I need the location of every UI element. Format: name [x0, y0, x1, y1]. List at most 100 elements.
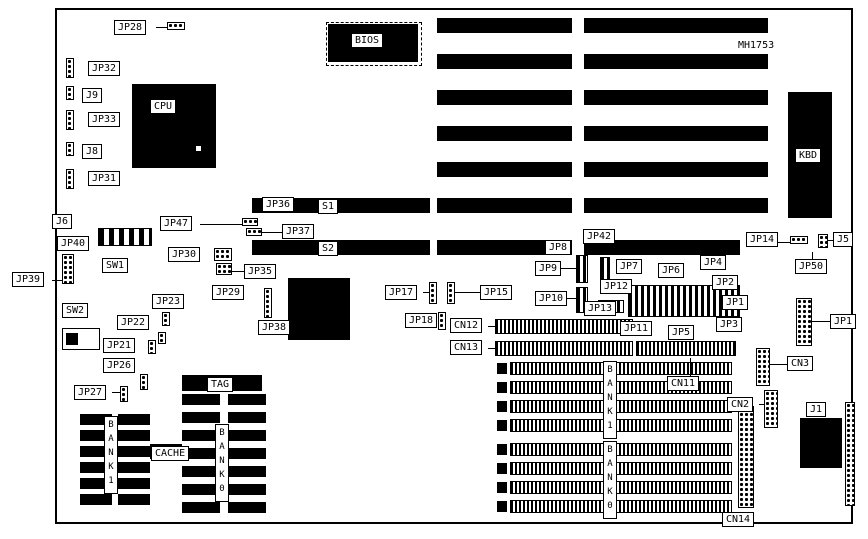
- cn11-connector: [636, 341, 736, 356]
- pin-header-jp23: [162, 312, 170, 326]
- label-jp17: JP17: [385, 285, 418, 300]
- label-jp35: JP35: [244, 264, 277, 279]
- pin-header-j8: [66, 142, 74, 156]
- pin-header-jp29-jp35: [216, 263, 232, 275]
- pin-header-jp17: [429, 282, 437, 304]
- leader-line: [567, 298, 576, 299]
- label-jp4: JP4: [700, 255, 727, 270]
- pin-header-j9: [66, 86, 74, 100]
- pin-header-jp21: [148, 340, 156, 354]
- cn13-connector: [495, 341, 633, 356]
- label-jp18: JP18: [405, 313, 438, 328]
- label-jp3: JP3: [716, 317, 743, 332]
- label-jp30: JP30: [168, 247, 201, 262]
- pin-header-jp28: [167, 22, 185, 30]
- label-s2: S2: [318, 241, 339, 256]
- isa-slot: [437, 54, 572, 69]
- pin-header-jp26: [140, 374, 148, 390]
- leader-line: [812, 321, 830, 322]
- simm-socket: [497, 362, 732, 375]
- label-jp47: JP47: [160, 216, 193, 231]
- isa-slot: [584, 240, 740, 255]
- pin-header-cn3: [756, 348, 770, 386]
- leader-line: [488, 326, 495, 327]
- cpu-pin1-dot: [196, 146, 201, 151]
- label-jp13: JP13: [584, 301, 617, 316]
- label-jp21: JP21: [103, 338, 136, 353]
- label-jp8: JP8: [545, 240, 572, 255]
- leader-line: [561, 268, 576, 269]
- pin-header-jp33: [66, 110, 74, 130]
- slot-s2-bar: [252, 240, 430, 255]
- label-jp9: JP9: [535, 261, 562, 276]
- label-j5: J5: [833, 232, 854, 247]
- bios-socket: [326, 22, 422, 66]
- pin-header-jp27: [120, 386, 128, 402]
- simm-socket: [497, 443, 732, 456]
- label-jp27: JP27: [74, 385, 107, 400]
- label-jp39: JP39: [12, 272, 45, 287]
- label-s1: S1: [318, 199, 339, 214]
- label-sw2: SW2: [62, 303, 89, 318]
- simm-socket: [497, 419, 732, 432]
- label-jp22: JP22: [117, 315, 150, 330]
- label-jp40: JP40: [57, 236, 90, 251]
- label-cn13: CN13: [450, 340, 483, 355]
- label-jp33: JP33: [88, 112, 121, 127]
- isa-slot: [437, 90, 572, 105]
- leader-line: [262, 232, 282, 233]
- pin-header-jp14: [790, 236, 808, 244]
- label-jp5: JP5: [668, 325, 695, 340]
- isa-slot: [437, 162, 572, 177]
- leader-line: [488, 348, 495, 349]
- label-jp15: JP15: [480, 285, 513, 300]
- isa-slot: [437, 18, 572, 33]
- pin-header-jp18: [438, 312, 446, 330]
- label-bios: BIOS: [351, 33, 384, 48]
- jumper-block-jp8-jp9: [576, 255, 588, 283]
- label-j1: J1: [806, 402, 827, 417]
- pin-header-cn14: [738, 406, 754, 508]
- leader-line: [200, 224, 242, 225]
- leader-line: [52, 280, 62, 281]
- sw2-segment: [66, 333, 78, 345]
- label-jp42: JP42: [583, 229, 616, 244]
- cpu-chip: [132, 84, 216, 168]
- label-jp1-right: JP1: [830, 314, 857, 329]
- leader-line: [812, 252, 813, 260]
- label-cache: CACHE: [151, 446, 190, 461]
- label-cn3: CN3: [787, 356, 814, 371]
- jumper-block-jp42: [600, 257, 610, 281]
- label-jp10: JP10: [535, 291, 568, 306]
- label-jp28: JP28: [114, 20, 147, 35]
- isa-slot: [584, 18, 768, 33]
- isa-slot: [437, 198, 572, 213]
- label-jp23: JP23: [152, 294, 185, 309]
- leader-line: [423, 292, 429, 293]
- label-cache-bank0: BANK0: [215, 424, 229, 502]
- leader-line: [455, 292, 480, 293]
- label-simm-bank1: BANK1: [603, 361, 617, 439]
- pin-header-jp31: [66, 169, 74, 189]
- label-jp38: JP38: [258, 320, 291, 335]
- pin-header-jp22: [158, 332, 166, 344]
- isa-slot: [437, 240, 572, 255]
- isa-slot: [584, 198, 768, 213]
- isa-slot: [437, 126, 572, 141]
- label-jp12: JP12: [600, 279, 633, 294]
- chipset-qfp: [288, 278, 350, 340]
- simm-socket: [497, 462, 732, 475]
- jumper-block-main: [628, 285, 740, 317]
- label-jp31: JP31: [88, 171, 121, 186]
- simm-socket: [497, 400, 732, 413]
- isa-slot: [584, 54, 768, 69]
- label-j9: J9: [82, 88, 103, 103]
- label-kbd: KBD: [795, 148, 822, 163]
- label-jp14: JP14: [746, 232, 779, 247]
- label-jp37: JP37: [282, 224, 315, 239]
- leader-line: [828, 240, 833, 241]
- simm-socket: [497, 500, 732, 513]
- dip-switch-sw1: [98, 228, 152, 246]
- label-jp6: JP6: [658, 263, 685, 278]
